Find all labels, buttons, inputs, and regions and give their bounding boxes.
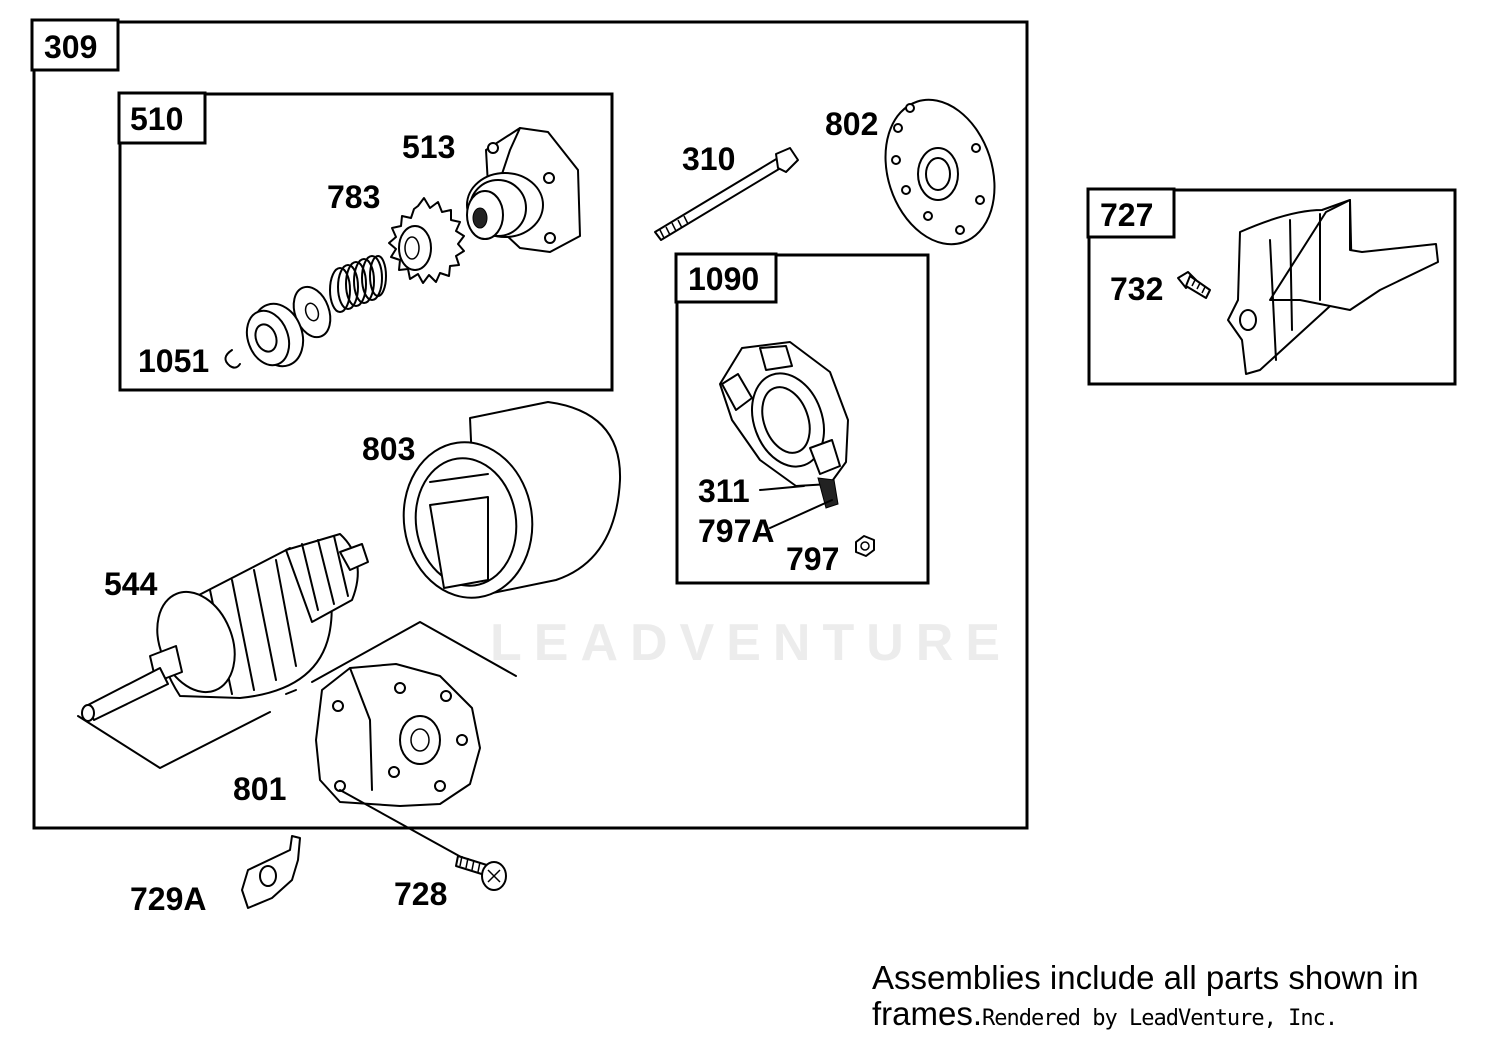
part-number-803: 803 <box>362 431 415 467</box>
drive-housing-part[interactable] <box>466 127 581 253</box>
pinion-gear-part[interactable] <box>388 197 465 284</box>
assembly-note: Assemblies include all parts shown in fr… <box>872 959 1419 1032</box>
nut-part[interactable] <box>855 535 875 557</box>
explode-line-gap <box>285 689 297 695</box>
through-bolt-part[interactable] <box>654 147 799 241</box>
part-number-311: 311 <box>698 473 750 509</box>
field-frame-part[interactable] <box>394 401 622 606</box>
part-number-1051: 1051 <box>138 343 209 379</box>
part-number-797: 797 <box>786 541 839 577</box>
watermark: LEADVENTURE <box>490 614 1012 672</box>
part-number-513: 513 <box>402 129 455 165</box>
leader-311 <box>759 485 805 491</box>
part-number-802: 802 <box>825 106 878 142</box>
part-number-801: 801 <box>233 771 286 807</box>
stop-collar-part[interactable] <box>240 297 312 374</box>
part-number-797A: 797A <box>698 513 775 549</box>
part-number-729A: 729A <box>130 881 207 917</box>
armature-part[interactable] <box>81 533 369 722</box>
end-cap-part[interactable] <box>868 86 1013 259</box>
frame-510-tag <box>117 91 207 145</box>
frame-727-tag <box>1086 187 1176 239</box>
leader-728 <box>339 789 471 863</box>
frame-1090 <box>675 253 930 585</box>
frame-309-label: 309 <box>44 29 97 65</box>
bracket-part[interactable] <box>241 835 301 909</box>
frame-1090-tag <box>674 252 778 304</box>
spring-part[interactable] <box>329 255 387 313</box>
brush-holder-part[interactable] <box>719 341 849 509</box>
retaining-ring-part[interactable] <box>224 349 241 369</box>
leader-797A <box>769 499 833 529</box>
frame-1090-label: 1090 <box>688 261 759 297</box>
frame-510-label: 510 <box>130 101 183 137</box>
starter-cover-part[interactable] <box>1227 199 1439 375</box>
bolt-part[interactable] <box>1177 271 1211 299</box>
part-number-732: 732 <box>1110 271 1163 307</box>
explode-line-upper <box>311 621 517 683</box>
frame-309 <box>32 20 1029 830</box>
part-number-783: 783 <box>327 179 380 215</box>
frame-727-label: 727 <box>1100 197 1153 233</box>
frame-510 <box>118 92 614 392</box>
footer-note: Assemblies include all parts shown in fr… <box>872 960 1482 1037</box>
end-plate-part[interactable] <box>315 663 481 807</box>
explode-line-lower <box>77 711 271 769</box>
screw-part[interactable] <box>455 855 507 891</box>
render-credit: Rendered by LeadVenture, Inc. <box>982 1006 1338 1031</box>
frame-309-tag <box>30 18 120 72</box>
part-number-310: 310 <box>682 141 735 177</box>
part-number-544: 544 <box>104 566 158 602</box>
part-number-728: 728 <box>394 876 447 912</box>
frame-727 <box>1087 188 1457 386</box>
